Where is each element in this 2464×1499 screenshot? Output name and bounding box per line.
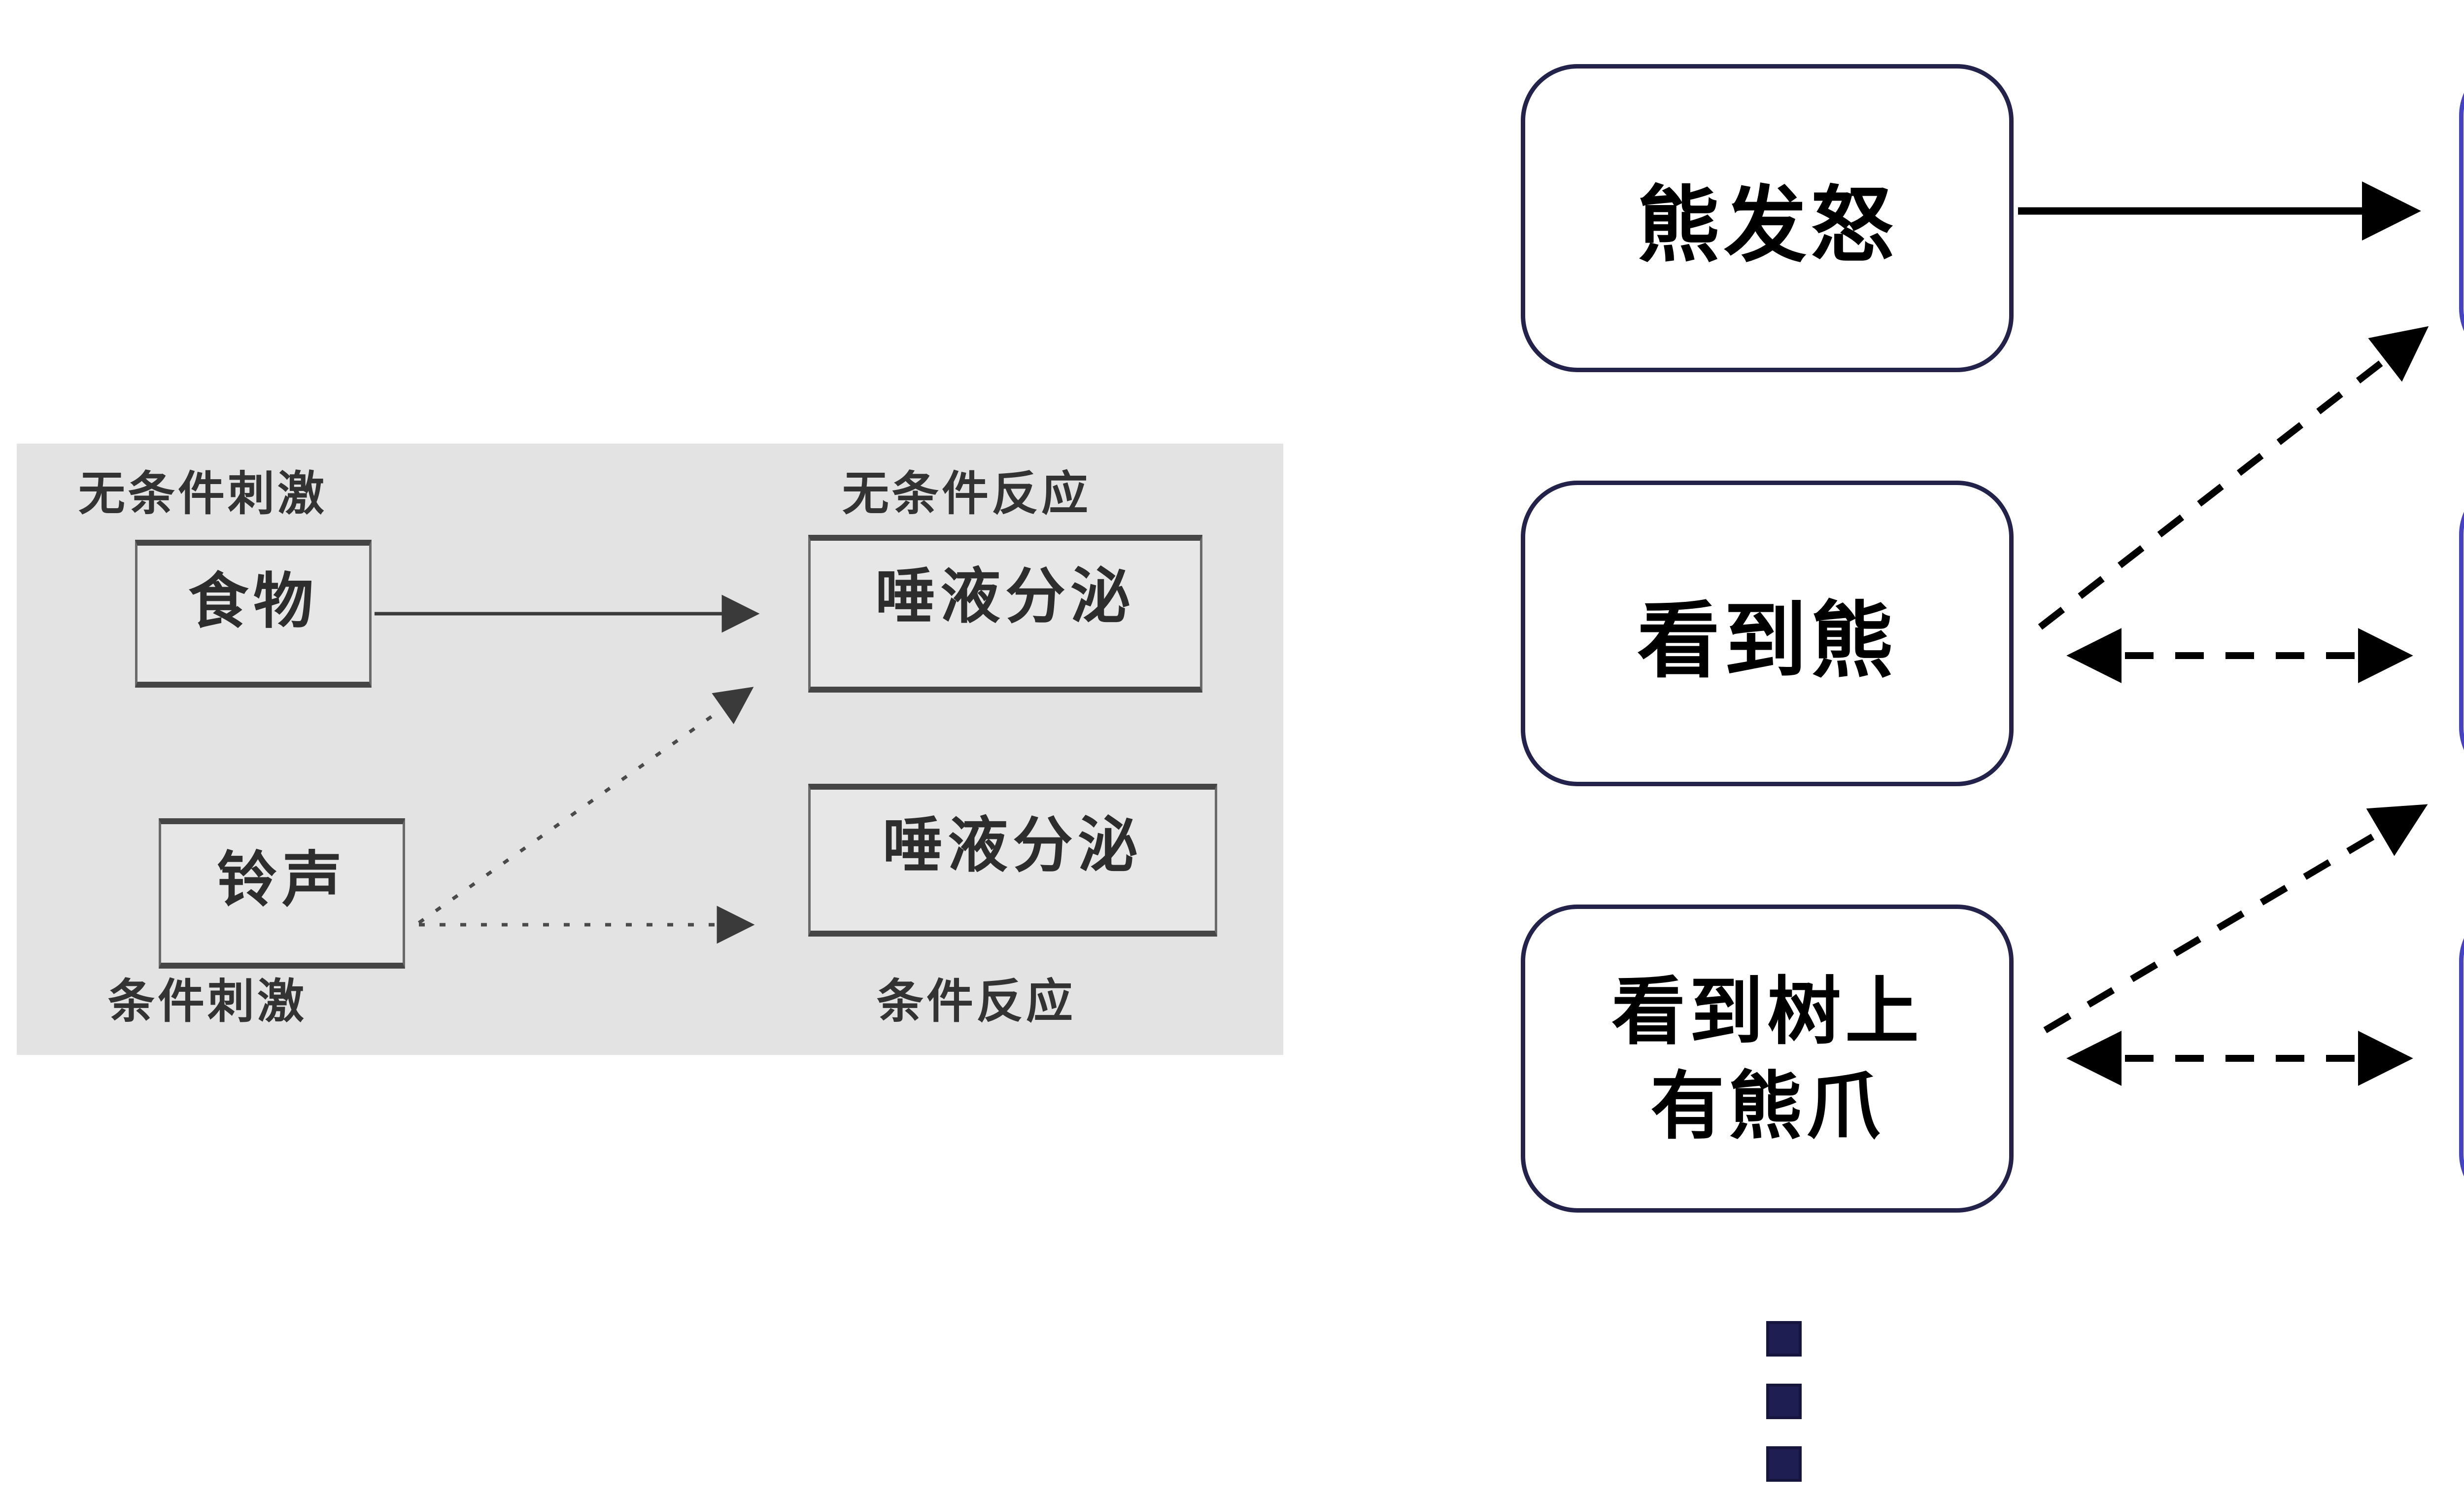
box-saliva-conditioned: 唾液分泌 [808, 784, 1217, 937]
label-conditioned-response: 条件反应 [877, 976, 1076, 1028]
box-bell: 铃声 [159, 818, 405, 969]
pavlov-panel: 无条件刺激 无条件反应 条件刺激 条件反应 食物 唾液分泌 铃声 唾液分泌 [17, 444, 1283, 1055]
box-saliva-unconditioned: 唾液分泌 [808, 535, 1202, 693]
node-see-bear: 看到熊 [1521, 481, 2014, 786]
ellipsis-left-dot [1766, 1446, 1802, 1482]
node-bear-angry: 熊发怒 [1521, 64, 2014, 372]
label-unconditioned-stimulus: 无条件刺激 [78, 468, 328, 520]
node-see-claws-label: 看到树上有熊爪 [1611, 970, 1923, 1148]
dotted-arrow-bell-to-saliva-top [417, 687, 754, 924]
ellipsis-left-dot [1766, 1321, 1802, 1357]
box-food: 食物 [135, 540, 372, 688]
ellipsis-left-dot [1766, 1384, 1802, 1419]
dashed-arrow-see-bear-to-reward [2038, 326, 2429, 630]
node-bear-angry-label: 熊发怒 [1637, 179, 1897, 272]
node-see-claws: 看到树上有熊爪 [1521, 905, 2014, 1213]
label-unconditioned-response: 无条件反应 [842, 468, 1092, 520]
node-see-bear-label: 看到熊 [1637, 594, 1897, 687]
dashed-arrow-see-claws-to-value-next [2043, 804, 2428, 1034]
label-conditioned-stimulus: 条件刺激 [108, 976, 308, 1028]
